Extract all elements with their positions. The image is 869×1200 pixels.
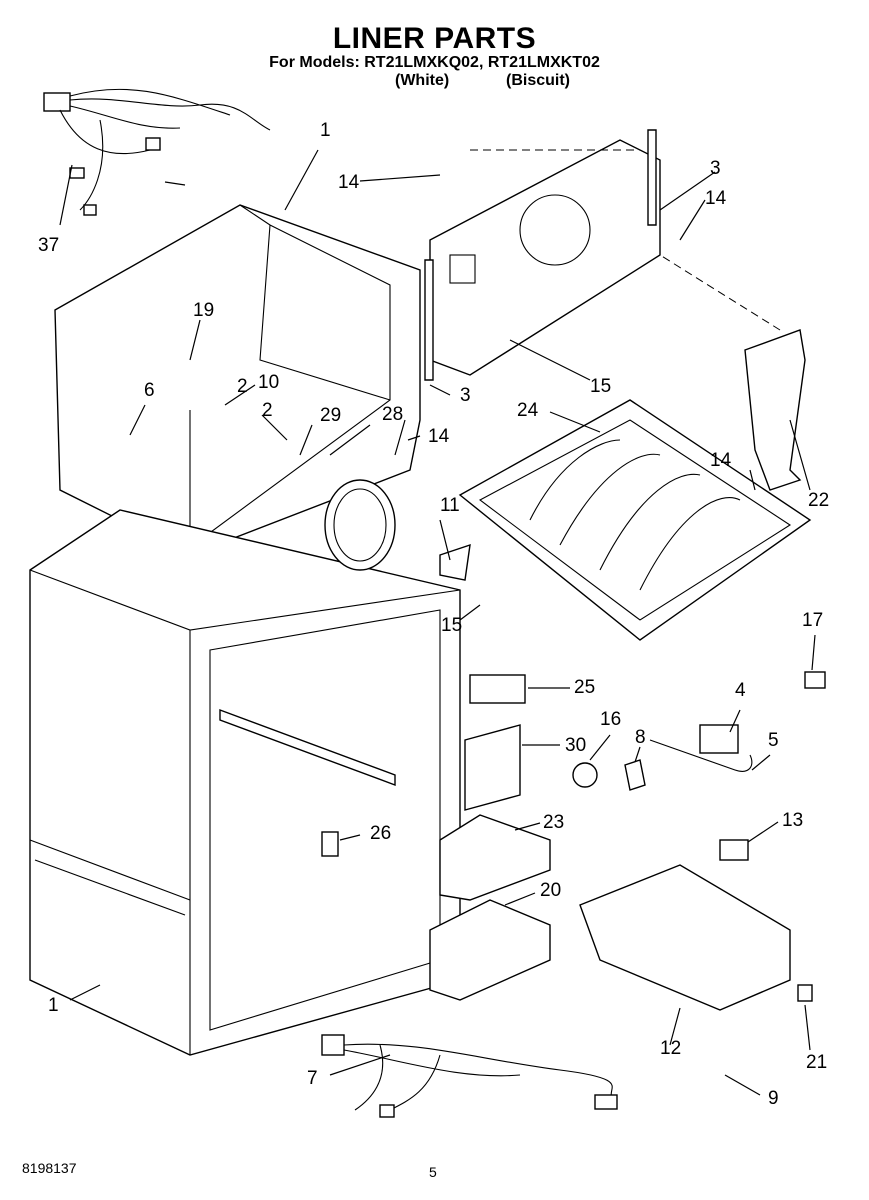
document-number: 8198137 (22, 1160, 77, 1176)
callout-10: 10 (258, 372, 280, 393)
variant-white: (White) (395, 72, 450, 89)
damper-26 (469, 674, 526, 704)
leader-lines (59, 149, 816, 1096)
socket-8 (624, 759, 646, 791)
callout-30: 29 (320, 405, 342, 426)
callout-17: 16 (600, 709, 622, 730)
housing-24 (439, 814, 551, 901)
models-line: For Models: RT21LMXKQ02, RT21LMXKT02 (269, 54, 600, 71)
callout-3: 3 (710, 158, 721, 179)
callout-5: 5 (768, 730, 779, 751)
bulb-17 (572, 762, 598, 788)
housing-21 (429, 899, 551, 1001)
callout-24: 23 (543, 812, 565, 833)
callout-6: 6 (144, 380, 155, 401)
callout-38: 37 (38, 235, 60, 256)
callout-11: 11 (440, 495, 460, 516)
callout-13: 13 (782, 810, 804, 831)
callout-2: 2 (237, 376, 248, 397)
callout-20: 19 (193, 300, 215, 321)
knob-22 (797, 984, 813, 1002)
callout-19: 17 (802, 610, 824, 631)
callout-8: 8 (635, 727, 646, 748)
callout-4: 4 (735, 680, 746, 701)
strip-3-right (647, 129, 657, 226)
callout-14: 14 (338, 172, 360, 193)
bushing-28 (321, 831, 339, 857)
callout-7: 7 (307, 1068, 318, 1089)
callout-1-fresh-food-liner: 1 (48, 995, 59, 1016)
panel-37 (464, 724, 521, 811)
callout-14: 14 (705, 188, 727, 209)
switch-13 (719, 839, 749, 861)
callout-3: 3 (460, 385, 471, 406)
callout-15: 15 (441, 615, 463, 636)
control-housing-12 (579, 864, 791, 1011)
callout-14: 14 (710, 450, 732, 471)
fan-blade (324, 479, 471, 581)
callout-29: 28 (382, 404, 404, 425)
strip-3-left (424, 259, 434, 381)
wire-harness-7 (321, 1034, 618, 1118)
page-title: LINER PARTS (332, 22, 537, 55)
variant-biscuit: (Biscuit) (506, 72, 570, 89)
callout-16: 15 (590, 376, 612, 397)
wire-harness-38 (43, 88, 271, 216)
callout-23: 22 (808, 490, 830, 511)
callout-25: 24 (517, 400, 539, 421)
capillary-5 (649, 739, 753, 772)
callout-2: 2 (262, 400, 273, 421)
callout-26: 25 (574, 677, 596, 698)
control-4 (699, 724, 739, 754)
callout-37: 30 (565, 735, 587, 756)
callout-9: 9 (768, 1088, 779, 1109)
callout-21: 20 (540, 880, 562, 901)
callout-12: 12 (660, 1038, 682, 1059)
cap-19 (804, 671, 826, 689)
page-number: 5 (429, 1164, 437, 1180)
callout-15: 14 (428, 426, 450, 447)
air-duct (744, 329, 806, 491)
fresh-food-liner (29, 509, 461, 1056)
evaporator-cover (429, 139, 781, 376)
callout-22: 21 (806, 1052, 828, 1073)
drain-pan (458, 399, 812, 641)
callout-1-freezer-liner: 1 (320, 120, 331, 141)
callout-28: 26 (370, 823, 392, 844)
